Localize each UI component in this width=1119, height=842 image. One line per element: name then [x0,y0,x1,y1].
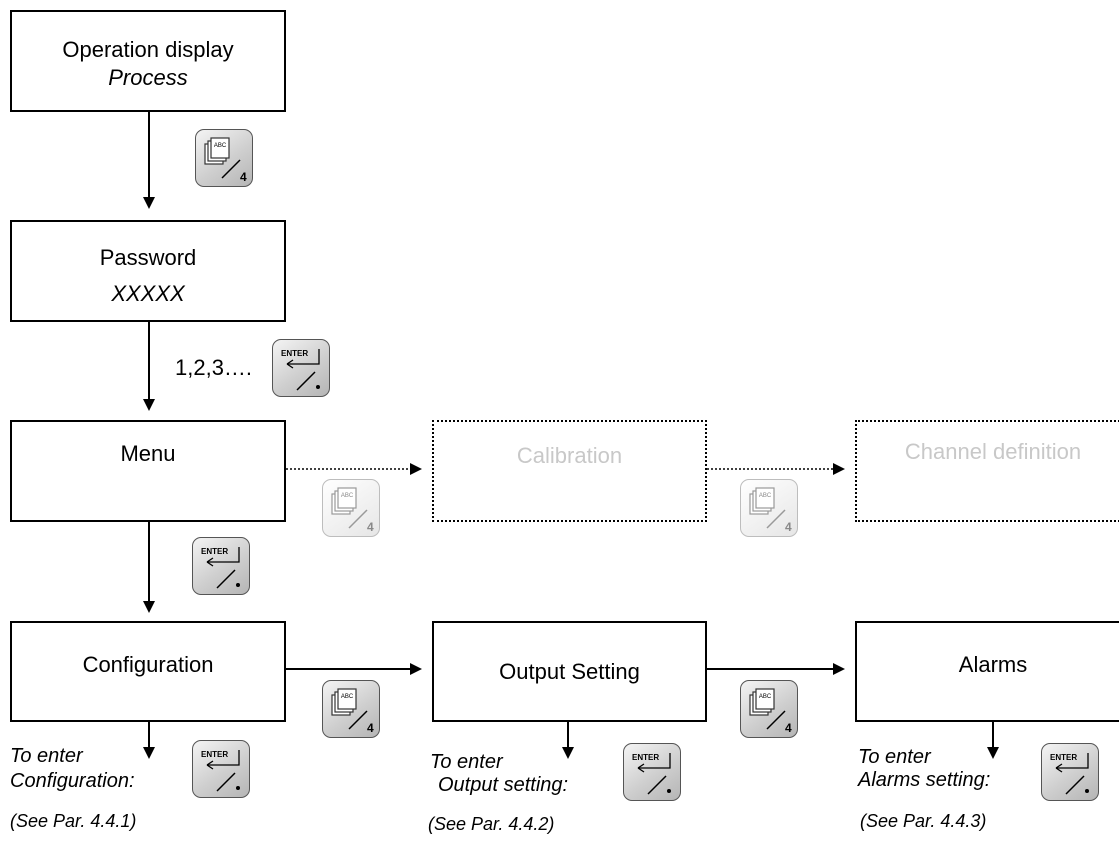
channel-definition-label: Channel definition [904,439,1082,464]
svg-text:4: 4 [367,520,374,534]
abc-4-icon: ABC 4 [331,487,374,534]
abc-4-icon: ABC 4 [749,487,792,534]
alarms-box: Alarms [855,621,1119,722]
configuration-note-line1: To enter [10,745,83,767]
menu-box: Menu [10,420,286,522]
password-value: XXXXX [111,281,185,306]
menu-label: Menu [120,441,176,466]
enter-key-configuration: ENTER [192,740,250,798]
svg-text:4: 4 [785,721,792,735]
operation-display-label: Operation display [62,37,234,62]
enter-icon: ENTER [632,753,671,795]
abc-4-icon: ABC 4 [331,688,374,735]
svg-text:ABC: ABC [759,694,772,700]
enter-key-password: ENTER [272,339,330,397]
operation-display-value: Process [108,65,188,90]
output-note-line1: To enter [430,751,503,773]
abc-4-key-alarms: ABC 4 [740,680,798,738]
alarms-note-line1: To enter [858,746,931,768]
abc-4-icon: ABC 4 [749,688,792,735]
operation-display-box: Operation display Process [10,10,286,112]
alarms-note-line2: Alarms setting: [858,769,991,791]
svg-text:ABC: ABC [341,493,354,499]
password-box: Password XXXXX [10,220,286,322]
password-sequence-label: 1,2,3…. [175,355,253,380]
enter-key-output: ENTER [623,743,681,801]
abc-4-icon: ABC 4 [204,137,247,184]
svg-text:ENTER: ENTER [201,547,228,556]
abc-4-key-calibration: ABC 4 [322,479,380,537]
svg-text:ABC: ABC [341,694,354,700]
svg-text:ENTER: ENTER [201,750,228,759]
svg-text:ENTER: ENTER [1050,753,1077,762]
calibration-label: Calibration [516,443,623,468]
configuration-ref: (See Par. 4.4.1) [10,811,137,831]
svg-text:4: 4 [240,170,247,184]
svg-text:4: 4 [367,721,374,735]
svg-text:ENTER: ENTER [632,753,659,762]
output-setting-box: Output Setting [432,621,707,722]
output-setting-label: Output Setting [499,659,640,684]
enter-icon: ENTER [281,349,320,391]
svg-text:ABC: ABC [214,143,227,149]
svg-text:ABC: ABC [759,493,772,499]
enter-key-alarms: ENTER [1041,743,1099,801]
abc-4-key-channel: ABC 4 [740,479,798,537]
output-note-line2: Output setting: [438,774,569,796]
enter-icon: ENTER [201,750,240,792]
calibration-box: Calibration [432,420,707,522]
svg-text:4: 4 [785,520,792,534]
enter-icon: ENTER [1050,753,1089,795]
enter-key-menu: ENTER [192,537,250,595]
password-label: Password [99,245,197,270]
configuration-label: Configuration [82,652,214,677]
output-ref: (See Par. 4.4.2) [428,814,555,834]
abc-4-key-output: ABC 4 [322,680,380,738]
alarms-label: Alarms [958,652,1028,677]
configuration-box: Configuration [10,621,286,722]
alarms-ref: (See Par. 4.4.3) [860,811,987,831]
svg-text:ENTER: ENTER [281,349,308,358]
abc-4-key: ABC 4 [195,129,253,187]
configuration-note-line2: Configuration: [10,770,135,792]
channel-definition-box: Channel definition [855,420,1119,522]
enter-icon: ENTER [201,547,240,589]
